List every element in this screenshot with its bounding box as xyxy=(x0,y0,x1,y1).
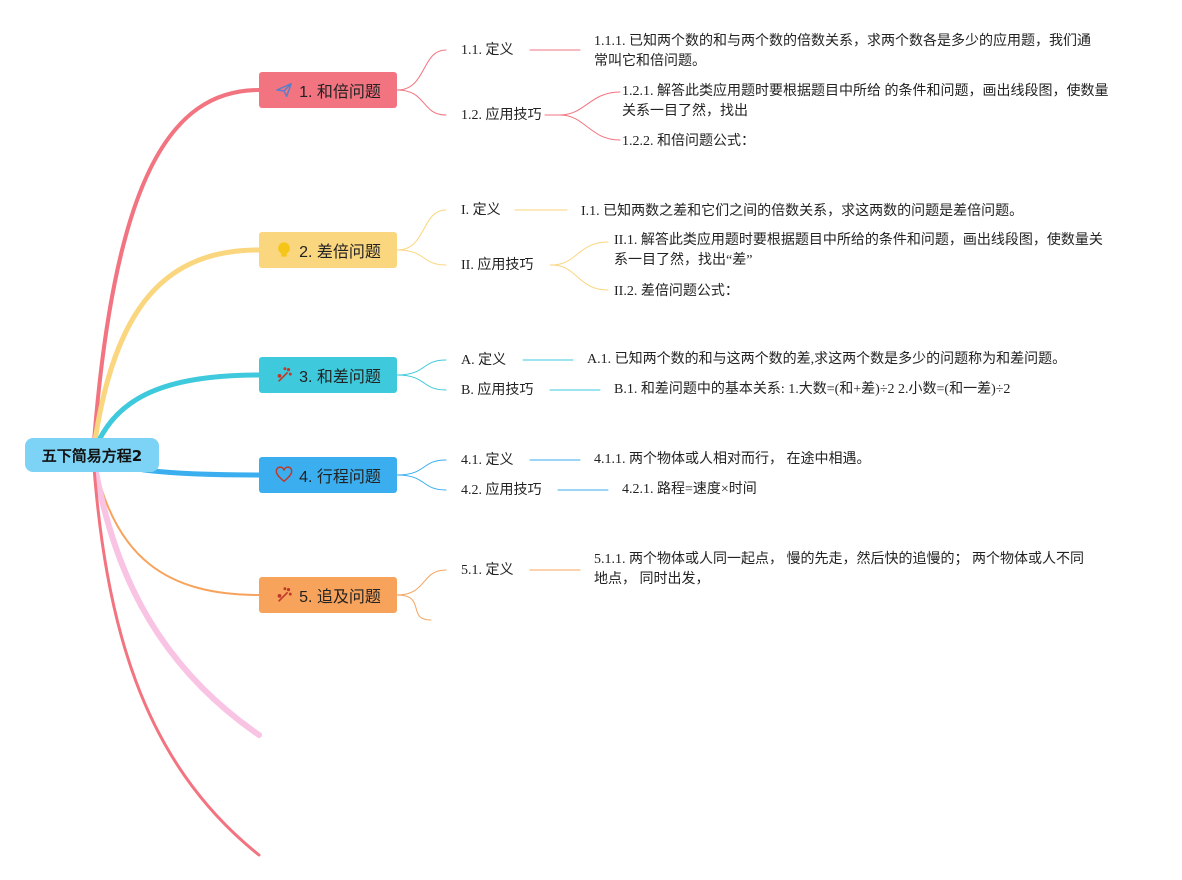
fork-connector-2-2 xyxy=(551,264,609,291)
subtopic-1-1[interactable]: 1.1. 定义 xyxy=(461,43,514,58)
sub-connector-2-2 xyxy=(396,249,447,266)
heart-icon xyxy=(275,466,293,484)
subtopic-4-1[interactable]: 4.1. 定义 xyxy=(461,453,514,468)
subtopic-5-1[interactable]: 5.1. 定义 xyxy=(461,563,514,578)
branch-label: 5. 追及问题 xyxy=(299,589,381,606)
leaf-4-1-1[interactable]: 4.1.1. 两个物体或人相对而行， 在途中相遇。 xyxy=(594,452,871,467)
sub-connector-4-2 xyxy=(396,474,447,491)
subtopic-2-2[interactable]: II. 应用技巧 xyxy=(461,258,534,273)
root-connector-extra-2 xyxy=(91,453,261,857)
subtopic-4-2[interactable]: 4.2. 应用技巧 xyxy=(461,483,542,498)
lightbulb-icon xyxy=(275,241,293,259)
sub-connector-1-1 xyxy=(396,49,447,91)
leaf-1-2-1[interactable]: 1.2.1. 解答此类应用题时要根据题目中所给 的条件和问题，画出线段图，使数量… xyxy=(622,84,1109,119)
subtopic-3-1[interactable]: A. 定义 xyxy=(461,353,507,368)
branch-label: 3. 和差问题 xyxy=(299,369,381,386)
fork-connector-1-2 xyxy=(559,114,621,141)
root-connector-1 xyxy=(91,88,261,457)
leaf-3-1-1[interactable]: A.1. 已知两个数的和与这两个数的差,求这两个数是多少的问题称为和差问题。 xyxy=(587,352,1067,367)
branch-topic-4[interactable]: 4. 行程问题 xyxy=(259,457,397,493)
paper-plane-icon xyxy=(275,81,293,99)
sub-connector-3-2 xyxy=(396,374,447,391)
leaf-2-2-1[interactable]: II.1. 解答此类应用题时要根据题目中所给的条件和问题，画出线段图，使数量关系… xyxy=(614,233,1103,268)
branch-label: 4. 行程问题 xyxy=(299,469,381,486)
leaf-1-2-2[interactable]: 1.2.2. 和倍问题公式： xyxy=(622,134,755,149)
branch-label: 2. 差倍问题 xyxy=(299,244,381,261)
magic-wand-icon xyxy=(275,366,293,384)
branch-topic-3[interactable]: 3. 和差问题 xyxy=(259,357,397,393)
sub-connector-5-2 xyxy=(396,594,432,621)
fork-connector-1-1 xyxy=(559,91,621,116)
leaf-2-2-2[interactable]: II.2. 差倍问题公式： xyxy=(614,284,739,299)
fork-connector-2-1 xyxy=(551,241,609,266)
sub-connector-4-1 xyxy=(396,459,447,476)
root-connector-extra-1 xyxy=(90,452,262,738)
branch-label: 1. 和倍问题 xyxy=(299,84,381,101)
root-topic[interactable]: 五下简易方程2 xyxy=(25,438,159,472)
branch-topic-5[interactable]: 5. 追及问题 xyxy=(259,577,397,613)
subtopic-1-2[interactable]: 1.2. 应用技巧 xyxy=(461,108,542,123)
magic-wand-icon xyxy=(275,586,293,604)
leaf-5-1-1[interactable]: 5.1.1. 两个物体或人同一起点， 慢的先走，然后快的追慢的； 两个物体或人不… xyxy=(594,552,1084,587)
leaf-4-2-1[interactable]: 4.2.1. 路程=速度×时间 xyxy=(622,482,757,497)
sub-connector-5-1 xyxy=(396,569,447,596)
sub-connector-1-2 xyxy=(396,89,447,116)
root-connector-3 xyxy=(90,372,262,458)
branch-topic-1[interactable]: 1. 和倍问题 xyxy=(259,72,397,108)
sub-connector-3-1 xyxy=(396,359,447,376)
leaf-2-1-1[interactable]: I.1. 已知两数之差和它们之间的倍数关系，求这两数的问题是差倍问题。 xyxy=(581,204,1024,219)
leaf-3-2-1[interactable]: B.1. 和差问题中的基本关系: 1.大数=(和+差)÷2 2.小数=(和一差)… xyxy=(614,382,1011,397)
leaf-1-1-1[interactable]: 1.1.1. 已知两个数的和与两个数的倍数关系，求两个数各是多少的应用题，我们通… xyxy=(594,34,1091,69)
root-connector-2 xyxy=(90,247,262,458)
subtopic-2-1[interactable]: I. 定义 xyxy=(461,203,501,218)
subtopic-3-2[interactable]: B. 应用技巧 xyxy=(461,383,534,398)
branch-topic-2[interactable]: 2. 差倍问题 xyxy=(259,232,397,268)
sub-connector-2-1 xyxy=(396,209,447,251)
